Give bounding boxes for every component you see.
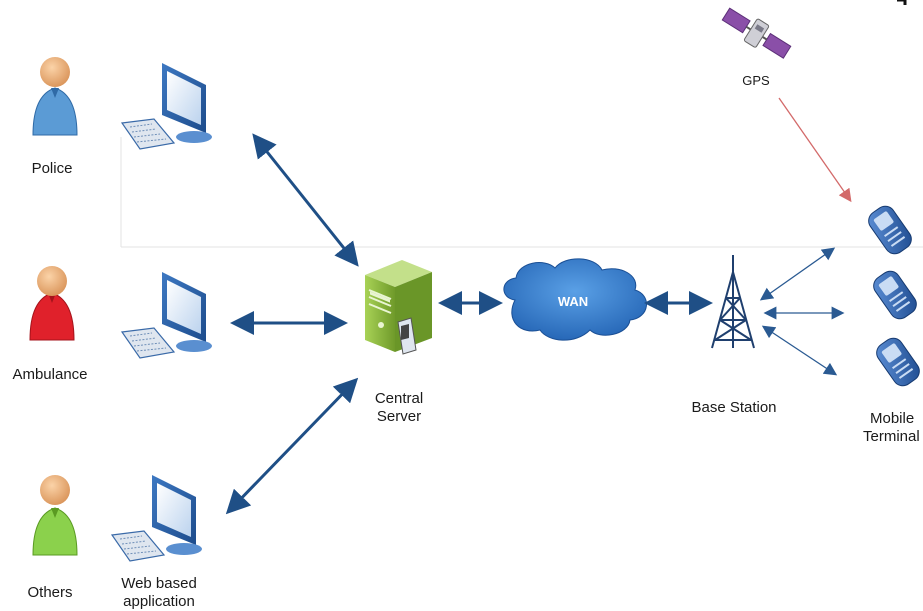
central-server-label-line-1: Central: [374, 390, 424, 407]
web-app-computer-icon: [110, 475, 202, 562]
police-label: Police: [31, 160, 73, 177]
central-server-label: Central Server: [354, 390, 444, 426]
mobile-terminal-label: Mobile Terminal: [863, 410, 923, 446]
tower-phone-1-arrow: [759, 247, 836, 301]
police-person-icon: [32, 57, 78, 136]
central-server-icon: [365, 260, 432, 355]
gps-label: GPS: [742, 73, 770, 88]
corner-bracket: [897, 0, 907, 5]
central-server-label-line-2: Server: [376, 408, 422, 425]
wan-cloud-icon: WAN: [503, 258, 647, 341]
police-computer-icon: [120, 63, 212, 150]
gps-satellite-icon: [721, 7, 792, 59]
others-label: Others: [27, 584, 73, 601]
gps-arrow: [778, 97, 852, 203]
mobile-terminal-label-line-1: Mobile: [870, 410, 915, 427]
ambulance-person-icon: [29, 266, 75, 341]
web-app-server-arrow: [225, 377, 359, 515]
mobile-phone-1-icon: [868, 205, 912, 255]
ambulance-label: Ambulance: [12, 366, 88, 383]
mobile-phone-2-icon: [873, 270, 917, 320]
others-person-icon: [32, 475, 78, 556]
tower-phone-3-arrow: [761, 325, 838, 376]
base-station-label: Base Station: [691, 399, 777, 416]
base-station-tower-icon: [711, 255, 755, 349]
wan-label: WAN: [558, 294, 588, 309]
ambulance-computer-icon: [120, 272, 212, 359]
mobile-terminal-label-line-2: Terminal: [863, 428, 920, 445]
police-server-arrow: [252, 133, 359, 267]
web-app-label-line-2: application: [123, 593, 195, 610]
mobile-phone-3-icon: [876, 337, 920, 387]
web-app-label-line-1: Web based: [121, 575, 197, 592]
web-app-label: Web based application: [104, 575, 214, 611]
